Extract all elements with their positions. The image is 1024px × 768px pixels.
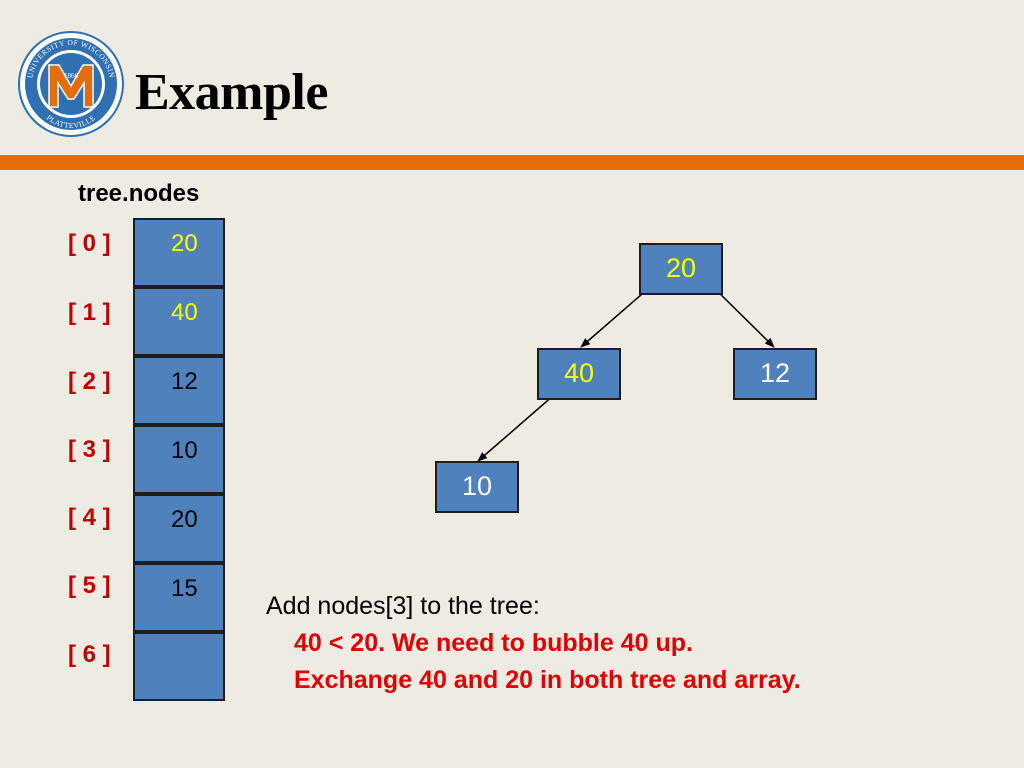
slide-title: Example	[135, 64, 328, 121]
seal-year: 1866	[64, 72, 79, 80]
array-cell-value-3: 10	[171, 437, 198, 464]
array-cell-value-0: 20	[171, 230, 198, 257]
note-line-1: Add nodes[3] to the tree:	[266, 592, 540, 620]
tree-node-left-value: 40	[563, 358, 595, 388]
array-cell-1: 40	[133, 287, 225, 356]
explanation-note: Add nodes[3] to the tree: 40 < 20. We ne…	[266, 588, 801, 699]
tree-node-left-left: 10	[435, 461, 519, 513]
array-cell-value-1: 40	[171, 299, 198, 326]
array-cell-5: 15	[133, 563, 225, 632]
array-cell-2: 12	[133, 356, 225, 425]
array-cell-value-2: 12	[171, 368, 198, 395]
tree-node-root-value: 20	[665, 253, 697, 283]
tree-node-root: 20	[639, 243, 723, 295]
array-index-1: [ 1 ]	[68, 299, 111, 326]
note-line-3: Exchange 40 and 20 in both tree and arra…	[294, 666, 801, 694]
array-label: tree.nodes	[78, 180, 200, 207]
university-seal-logo: 1866 UNIVERSITY OF WISCONSIN PLATTEVILLE	[18, 31, 124, 137]
array-cell-3: 10	[133, 425, 225, 494]
tree-node-right: 12	[733, 348, 817, 400]
title-divider-bar	[0, 155, 1024, 170]
array-cell-0: 20	[133, 218, 225, 287]
array-cell-4: 20	[133, 494, 225, 563]
edge-left-to-leftleft	[477, 394, 555, 462]
note-line-2: 40 < 20. We need to bubble 40 up.	[294, 629, 693, 657]
array-index-3: [ 3 ]	[68, 436, 111, 463]
array-index-6: [ 6 ]	[68, 641, 111, 668]
tree-node-right-value: 12	[759, 358, 791, 388]
tree-node-left-left-value: 10	[461, 471, 493, 501]
tree-node-left: 40	[537, 348, 621, 400]
array-index-0: [ 0 ]	[68, 230, 111, 257]
array-cell-6	[133, 632, 225, 701]
array-cell-value-5: 15	[171, 575, 198, 602]
array-cell-value-4: 20	[171, 506, 198, 533]
array-index-4: [ 4 ]	[68, 504, 111, 531]
array-index-5: [ 5 ]	[68, 572, 111, 599]
array-index-2: [ 2 ]	[68, 368, 111, 395]
